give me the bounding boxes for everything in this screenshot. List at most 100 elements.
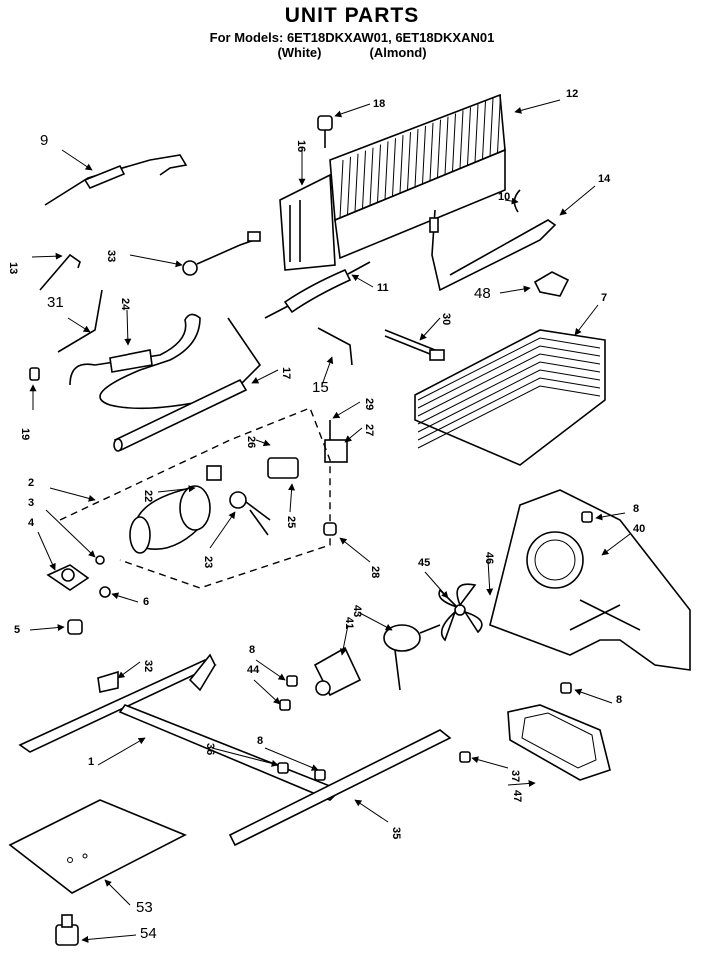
part-23-capacitor bbox=[229, 491, 271, 536]
callout-leader-3 bbox=[45, 509, 96, 558]
callout-label-9: 9 bbox=[40, 132, 48, 149]
callout-leader-33 bbox=[129, 254, 183, 268]
model-colors: (White) (Almond) bbox=[0, 45, 704, 60]
callout-leader-15 bbox=[321, 356, 334, 386]
callout-leader-2 bbox=[49, 487, 96, 502]
diagram-title: UNIT PARTS bbox=[284, 4, 420, 27]
callout-leader-1 bbox=[97, 737, 146, 766]
callout-label-43: 43 bbox=[351, 605, 363, 617]
part-31-tube bbox=[57, 289, 103, 353]
callout-label-16: 16 bbox=[295, 140, 307, 152]
callout-label-19: 19 bbox=[19, 428, 31, 440]
callout-leader-43 bbox=[357, 611, 393, 631]
model-numbers: For Models: 6ET18DKXAW01, 6ET18DKXAN01 bbox=[209, 30, 495, 45]
part-22-compressor bbox=[129, 485, 211, 554]
part-3-grommet bbox=[95, 555, 105, 565]
callout-label-54: 54 bbox=[140, 925, 157, 942]
callout-label-2: 2 bbox=[28, 477, 34, 489]
callout-label-45: 45 bbox=[418, 557, 430, 569]
callout-label-22: 22 bbox=[142, 490, 154, 502]
callout-leader-5 bbox=[29, 624, 65, 632]
part-33-wire-harness bbox=[182, 231, 261, 276]
callout-leader-23 bbox=[209, 511, 236, 549]
callout-leader-40 bbox=[601, 533, 631, 556]
callout-label-48: 48 bbox=[474, 285, 491, 302]
part-14-defrost-heater bbox=[429, 209, 557, 292]
callout-leader-6 bbox=[111, 592, 139, 603]
callout-label-28: 28 bbox=[369, 566, 381, 578]
callout-leader-8 bbox=[264, 747, 319, 771]
part-18-screw bbox=[317, 115, 333, 148]
part-48-insulation-block bbox=[533, 271, 570, 297]
callout-label-12: 12 bbox=[566, 88, 578, 100]
callout-leader-30 bbox=[419, 317, 441, 341]
callout-leader-27 bbox=[344, 427, 363, 443]
callout-label-15: 15 bbox=[312, 379, 329, 396]
color-almond-label: (Almond) bbox=[369, 45, 427, 60]
callout-leader-7 bbox=[574, 304, 599, 336]
callout-leader-36 bbox=[211, 747, 279, 767]
callout-leader-8 bbox=[595, 512, 626, 521]
part-13-tube bbox=[39, 253, 81, 291]
part-5-mount bbox=[67, 619, 83, 635]
part-32-clip bbox=[97, 670, 119, 693]
part-47-drain-pan bbox=[507, 704, 611, 781]
callout-label-24: 24 bbox=[119, 298, 131, 311]
callout-leader-9 bbox=[61, 149, 93, 171]
callout-label-11: 11 bbox=[377, 282, 389, 294]
part-11-filter-drier bbox=[264, 261, 371, 319]
callout-label-33: 33 bbox=[105, 250, 117, 262]
callout-label-6: 6 bbox=[143, 596, 149, 608]
callout-label-44: 44 bbox=[247, 664, 260, 676]
callout-leader-10 bbox=[504, 197, 519, 205]
callout-label-5: 5 bbox=[14, 624, 20, 636]
callout-leader-13 bbox=[31, 252, 63, 260]
callout-leader-31 bbox=[67, 317, 91, 333]
part-27-relay bbox=[324, 420, 348, 463]
callout-label-1: 1 bbox=[88, 756, 94, 768]
part-45-fan-blade bbox=[438, 583, 483, 642]
callout-label-27: 27 bbox=[363, 424, 375, 436]
callout-label-14: 14 bbox=[598, 173, 611, 185]
callout-leader-44 bbox=[253, 679, 281, 705]
callout-leader-26 bbox=[255, 439, 271, 447]
callout-label-23: 23 bbox=[202, 556, 214, 568]
callout-label-32: 32 bbox=[142, 660, 154, 672]
part-4-bracket bbox=[46, 564, 90, 591]
callout-leader-22 bbox=[157, 485, 196, 493]
callout-label-31: 31 bbox=[47, 294, 64, 311]
callout-label-18: 18 bbox=[373, 98, 385, 110]
callout-leader-45 bbox=[424, 571, 449, 599]
callout-label-53: 53 bbox=[136, 899, 153, 916]
callout-leader-47 bbox=[507, 779, 536, 787]
callout-label-36: 36 bbox=[204, 743, 216, 755]
callout-label-35: 35 bbox=[390, 827, 402, 839]
callout-leader-25 bbox=[288, 483, 296, 513]
callout-label-29: 29 bbox=[363, 398, 375, 410]
callout-leader-11 bbox=[351, 274, 374, 288]
part-17-insulation-tube bbox=[113, 378, 248, 452]
callout-leader-18 bbox=[334, 103, 371, 118]
part-7-evaporator bbox=[414, 329, 606, 466]
callout-label-8: 8 bbox=[249, 644, 255, 656]
part-30-tie-strap bbox=[384, 329, 445, 361]
callout-label-47: 47 bbox=[511, 790, 523, 802]
callout-leader-32 bbox=[117, 661, 141, 679]
part-22b-connector bbox=[206, 465, 222, 481]
callout-label-8: 8 bbox=[616, 694, 622, 706]
callout-leader-14 bbox=[559, 185, 596, 216]
part-26-overload bbox=[267, 457, 299, 479]
callout-label-30: 30 bbox=[440, 313, 452, 325]
callout-leader-8 bbox=[574, 688, 613, 704]
callout-label-41: 41 bbox=[343, 617, 355, 629]
part-28-grommet bbox=[323, 522, 337, 536]
callout-leader-35 bbox=[354, 799, 389, 823]
base-screws bbox=[277, 511, 593, 781]
callout-label-26: 26 bbox=[245, 436, 257, 448]
part-40-fan-shroud bbox=[489, 489, 691, 671]
callout-leader-4 bbox=[37, 531, 56, 571]
color-white-label: (White) bbox=[277, 45, 322, 60]
callout-label-37: 37 bbox=[509, 770, 521, 782]
